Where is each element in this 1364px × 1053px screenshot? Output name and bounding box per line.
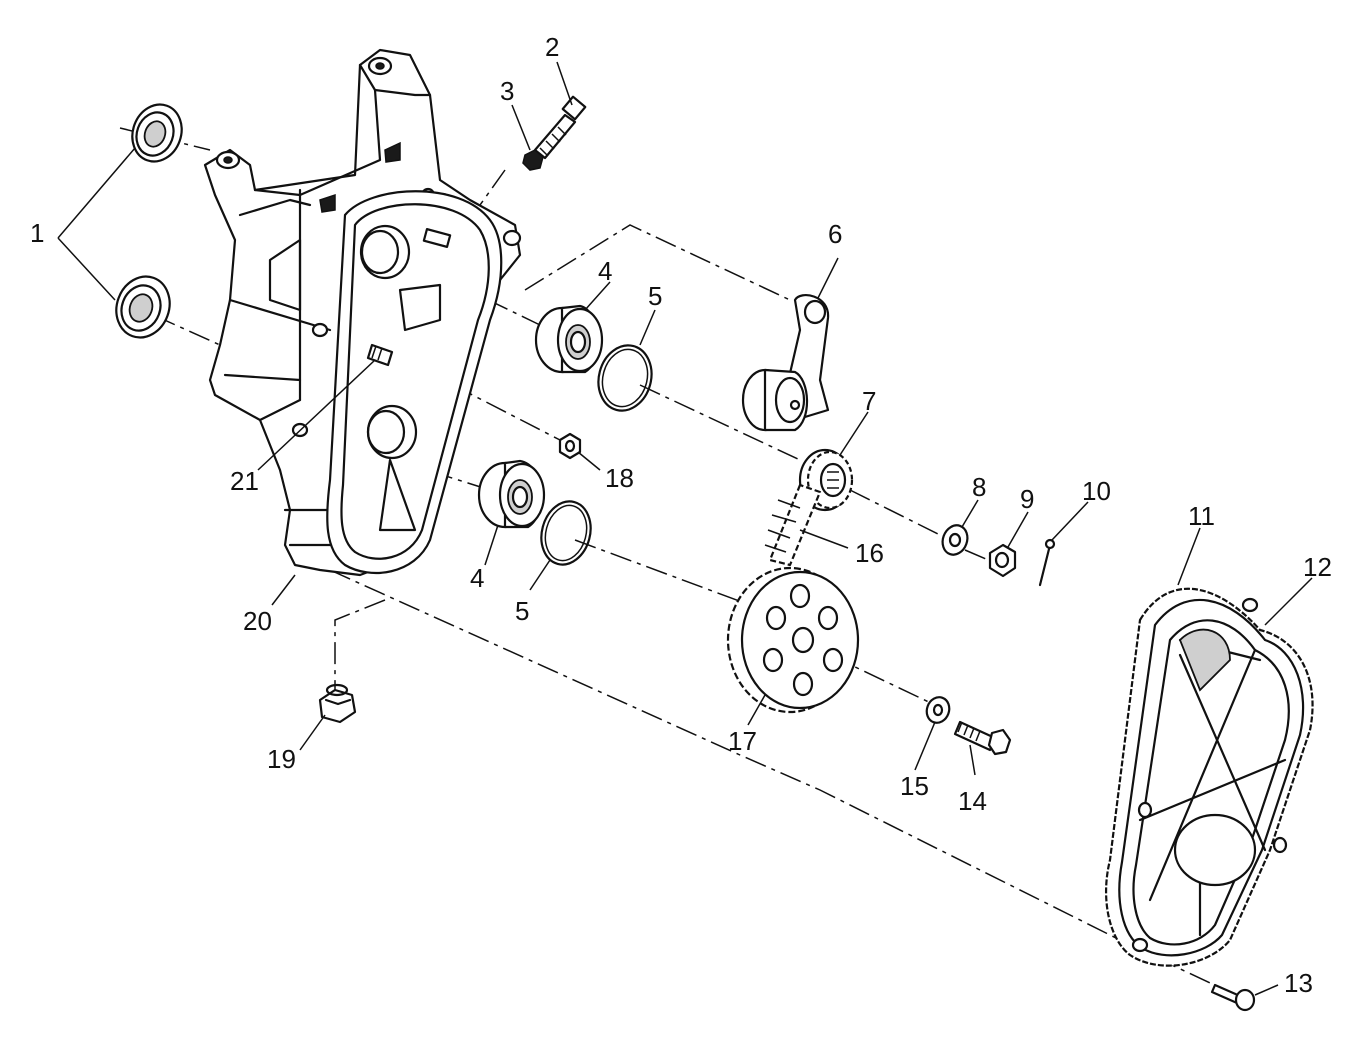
callout-2: 2: [545, 32, 559, 62]
washer-8: [941, 524, 969, 556]
callout-18: 18: [605, 463, 634, 493]
callout-12: 12: [1303, 552, 1332, 582]
cover-screw: [1210, 983, 1256, 1012]
callout-3: 3: [500, 76, 514, 106]
bearing-upper: [534, 304, 604, 374]
callout-labels: 1 2 3 4 5 6 7 8 9 10 11 12 13 14 15 16 1…: [30, 32, 1332, 998]
bearing-lower: [477, 459, 546, 529]
tensioner-arm: [741, 294, 830, 432]
callout-20: 20: [243, 606, 272, 636]
seal-lower: [115, 275, 171, 339]
castle-nut: [988, 543, 1017, 578]
callout-6: 6: [828, 219, 842, 249]
jam-nut: [522, 149, 544, 171]
callout-21: 21: [230, 466, 259, 496]
callout-14: 14: [958, 786, 987, 816]
callout-7: 7: [862, 386, 876, 416]
chaincase-cover: [1104, 587, 1314, 967]
large-sprocket: [726, 566, 860, 714]
callout-4-lower: 4: [470, 563, 484, 593]
callout-10: 10: [1082, 476, 1111, 506]
cotter-pin: [1038, 538, 1056, 587]
callout-15: 15: [900, 771, 929, 801]
chaincase-flange: [326, 190, 503, 575]
callout-4-upper: 4: [598, 256, 612, 286]
nut-18: [558, 432, 582, 460]
callout-1: 1: [30, 218, 44, 248]
callout-5-upper: 5: [648, 281, 662, 311]
washer-15: [925, 696, 951, 724]
callout-13: 13: [1284, 968, 1313, 998]
callout-8: 8: [972, 472, 986, 502]
drain-plug: [318, 683, 357, 724]
callout-16: 16: [855, 538, 884, 568]
callout-17: 17: [728, 726, 757, 756]
callout-9: 9: [1020, 484, 1034, 514]
callout-11: 11: [1188, 501, 1215, 531]
snap-ring-upper: [597, 344, 653, 412]
adjuster-bolt: [533, 95, 587, 160]
seal-upper: [131, 103, 183, 163]
leader-lines: [57, 61, 1313, 996]
cap-screw: [953, 720, 1012, 756]
callout-19: 19: [267, 744, 296, 774]
snap-ring-lower: [540, 500, 592, 566]
drive-chain: [764, 483, 822, 567]
callout-5-lower: 5: [515, 596, 529, 626]
